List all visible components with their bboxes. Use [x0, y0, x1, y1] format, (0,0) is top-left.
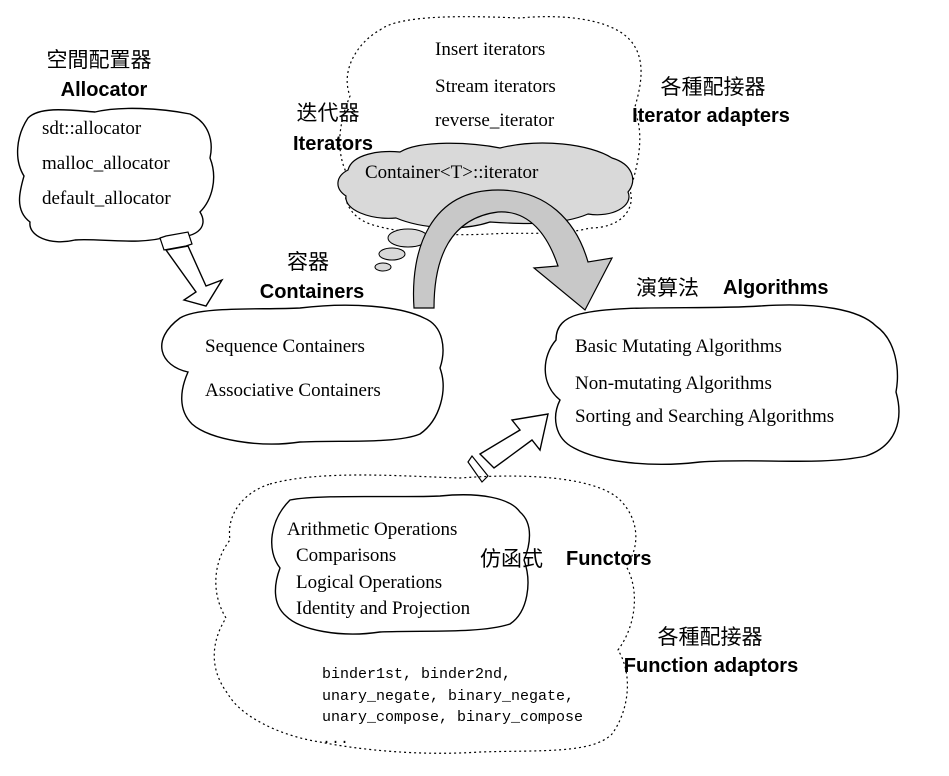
functors-title-en: Functors: [566, 548, 652, 570]
iterator-adapters-cloud: [339, 16, 642, 236]
iterator-adapter-item: Insert iterators: [435, 39, 546, 60]
function-adaptor-item: ...: [322, 731, 350, 748]
container-item: Associative Containers: [205, 380, 381, 401]
thought-bubble-3: [374, 262, 392, 272]
function-adaptor-item: unary_compose, binary_compose: [322, 709, 584, 726]
thought-bubble-2: [378, 247, 406, 261]
function-adaptor-item: binder1st, binder2nd,: [322, 666, 512, 683]
algorithms-title-zh: 演算法: [636, 276, 699, 300]
function-adaptor-item: unary_negate, binary_negate,: [322, 688, 575, 705]
algorithm-item: Sorting and Searching Algorithms: [575, 406, 835, 427]
allocator-item: default_allocator: [42, 188, 171, 209]
allocator-item: malloc_allocator: [42, 153, 170, 174]
algorithms-cloud: [544, 304, 900, 466]
iterator-core-cloud: [337, 142, 634, 229]
iterator-core-label: Container<T>::iterator: [365, 162, 539, 183]
allocator-title-zh: 空間配置器: [46, 48, 152, 72]
function-adaptors-cloud: [213, 474, 637, 754]
functor-item: Logical Operations: [296, 572, 443, 593]
containers-cloud: [161, 304, 444, 445]
curved-arrow: [412, 189, 614, 311]
iterator-adapter-item: reverse_iterator: [435, 110, 555, 131]
functor-item: Comparisons: [296, 545, 397, 566]
iterators-title-en: Iterators: [292, 133, 374, 155]
allocator-cloud: [16, 107, 215, 243]
allocator-to-containers-arrow: [159, 231, 224, 307]
functors-to-algorithms-arrow: [467, 413, 549, 483]
containers-title-en: Containers: [259, 281, 365, 303]
containers-title-zh: 容器: [287, 250, 329, 274]
algorithm-item: Non-mutating Algorithms: [575, 373, 772, 394]
iterator-adapters-title-en: Iterator adapters: [632, 105, 790, 127]
container-item: Sequence Containers: [205, 336, 365, 357]
algorithm-item: Basic Mutating Algorithms: [575, 336, 782, 357]
function-adaptors-title-en: Function adaptors: [623, 655, 799, 677]
functor-item: Identity and Projection: [296, 598, 471, 619]
functors-title-zh: 仿函式: [480, 547, 543, 571]
functors-cloud: [271, 494, 531, 635]
iterators-title-zh: 迭代器: [296, 101, 360, 125]
iterator-adapter-item: Stream iterators: [435, 76, 556, 97]
function-adaptors-title-zh: 各種配接器: [657, 625, 763, 649]
functor-item: Arithmetic Operations: [287, 519, 458, 540]
iterator-adapters-title-zh: 各種配接器: [660, 75, 766, 99]
algorithms-title-en: Algorithms: [723, 277, 829, 299]
allocator-item: sdt::allocator: [42, 118, 142, 139]
allocator-title-en: Allocator: [60, 79, 148, 101]
